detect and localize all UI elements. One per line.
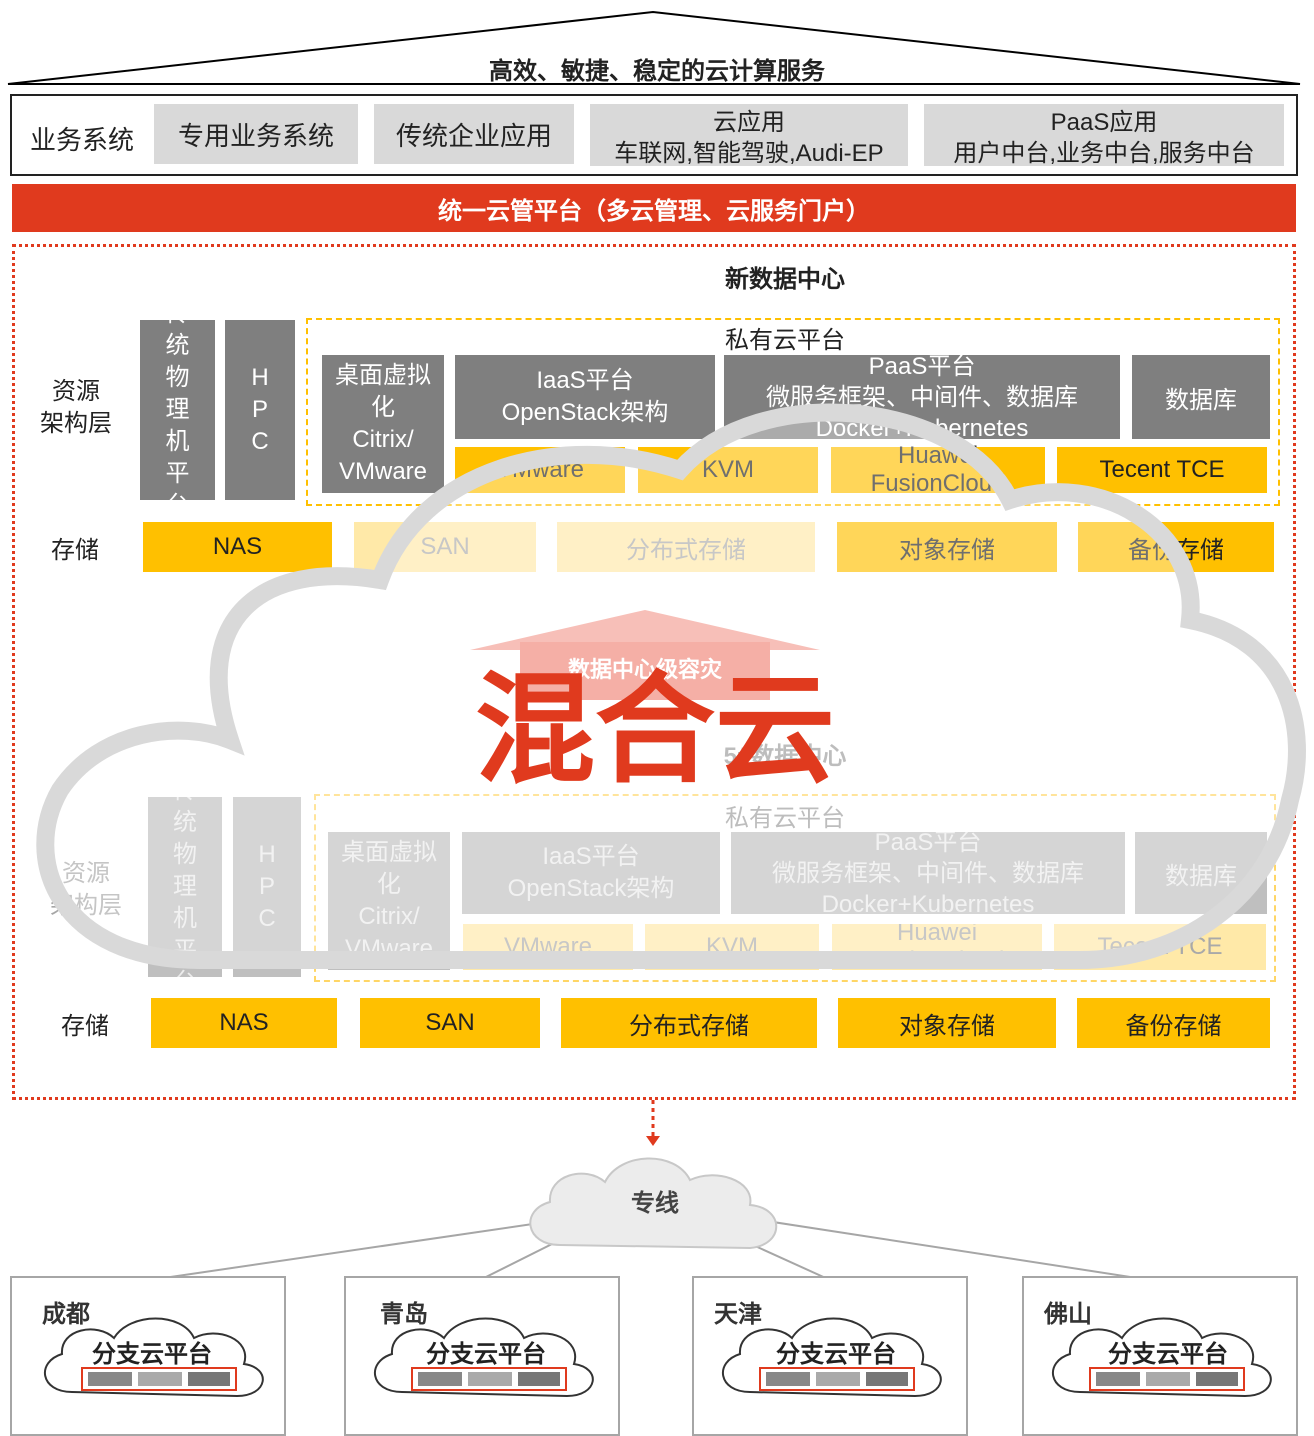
dc5-resource-label: 资源 架构层	[38, 858, 134, 922]
new-dc-hypervisor-huawei: Huawei FusionCloud	[831, 442, 1045, 497]
dc5-resource-label-line1: 资源	[62, 860, 110, 887]
new-dc-storage-distributed: 分布式存储	[557, 522, 815, 572]
iaas-title: IaaS平台	[536, 367, 634, 394]
branch-site-tianjin: 天津 分支云平台	[692, 1276, 968, 1436]
dc5-storage-object: 对象存储	[838, 998, 1056, 1048]
new-dc-storage-backup: 备份存储	[1078, 522, 1274, 572]
new-dc-desktop-virtualization: 桌面虚拟化 Citrix/ VMware	[322, 355, 444, 493]
resource-label-line1: 资源	[52, 378, 100, 405]
new-dc-storage-nas: NAS	[143, 522, 332, 572]
dc5-iaas-title: IaaS平台	[542, 843, 640, 870]
network-cloud-icon	[529, 1157, 778, 1250]
new-dc-hypervisor-kvm: KVM	[638, 447, 818, 493]
paas-apps-detail: 用户中台,业务中台,服务中台	[953, 139, 1255, 167]
branch-site-chengdu: 成都 分支云平台	[10, 1276, 286, 1436]
paas-apps-title: PaaS应用	[1050, 108, 1158, 136]
branch-platform-label: 分支云平台	[426, 1340, 546, 1368]
branch-city: 青岛	[380, 1301, 428, 1328]
branch-platform-label: 分支云平台	[1108, 1340, 1228, 1368]
dc5-hypervisor-kvm: KVM	[645, 924, 819, 970]
dc5-iaas: IaaS平台 OpenStack架构	[462, 832, 720, 914]
business-item-enterprise: 传统企业应用	[374, 104, 574, 164]
network-label: 专线	[631, 1189, 679, 1217]
branch-cloud-icon	[374, 1317, 594, 1398]
new-dc-physical-platform: 传统物理机平台	[140, 320, 215, 500]
dc5-paas-detail: 微服务框架、中间件、数据库	[772, 859, 1084, 887]
dc5-storage-distributed: 分布式存储	[561, 998, 817, 1048]
business-item-cloud-apps: 云应用 车联网,智能驾驶,Audi-EP	[590, 104, 908, 167]
dc5-hypervisor-vmware: VMware	[463, 924, 633, 970]
cloud-apps-detail: 车联网,智能驾驶,Audi-EP	[614, 139, 884, 167]
business-item-paas-apps: PaaS应用 用户中台,业务中台,服务中台	[924, 104, 1284, 167]
branch-city: 成都	[42, 1301, 90, 1328]
dc5-hpc: HPC	[233, 797, 301, 977]
new-dc-storage-san: SAN	[354, 522, 536, 572]
new-dc-title: 新数据中心	[725, 265, 845, 293]
dc5-desktop-virtualization: 桌面虚拟化 Citrix/ VMware	[328, 832, 450, 970]
branch-cloud-icon	[1052, 1317, 1272, 1398]
business-system-label: 业务系统	[29, 124, 134, 155]
disaster-recovery-label: 数据中心级容灾	[567, 657, 722, 682]
new-dc-storage-label: 存储	[51, 536, 99, 564]
dc5-physical-platform: 传统物理机平台	[148, 797, 222, 977]
new-dc-storage-object: 对象存储	[837, 522, 1057, 572]
dc5-hypervisor-tencent: Tecent TCE	[1054, 924, 1266, 970]
dc5-storage-san: SAN	[360, 998, 540, 1048]
new-dc-hypervisor-tencent: Tecent TCE	[1057, 447, 1267, 493]
branch-cloud-icon	[44, 1317, 264, 1398]
dc5-storage-label: 存储	[61, 1012, 109, 1040]
cloud-apps-title: 云应用	[713, 108, 785, 136]
new-dc-private-cloud-label: 私有云平台	[725, 326, 845, 354]
business-item-dedicated: 专用业务系统	[154, 104, 358, 164]
new-dc-resource-label: 资源 架构层	[28, 376, 124, 440]
dc5-resource-label-line2: 架构层	[50, 892, 122, 919]
branch-site-foshan: 佛山 分支云平台	[1022, 1276, 1298, 1436]
branch-platform-label: 分支云平台	[776, 1340, 896, 1368]
branch-city: 佛山	[1044, 1301, 1092, 1328]
paas-stack: Docker+Kubernetes	[815, 414, 1029, 440]
new-dc-iaas: IaaS平台 OpenStack架构	[455, 355, 715, 439]
dc5-hypervisor-huawei: Huawei FusionCloud	[832, 924, 1042, 970]
dc5-storage-backup: 备份存储	[1077, 998, 1270, 1048]
dc5-paas-title: PaaS平台	[874, 832, 982, 856]
dc5-storage-nas: NAS	[151, 998, 337, 1048]
new-dc-paas: PaaS平台 微服务框架、中间件、数据库 Docker+Kubernetes	[724, 355, 1120, 439]
resource-label-line2: 架构层	[40, 410, 112, 437]
paas-detail: 微服务框架、中间件、数据库	[766, 383, 1078, 411]
dc5-database: 数据库	[1135, 832, 1267, 914]
dc5-paas: PaaS平台 微服务框架、中间件、数据库 Docker+Kubernetes	[731, 832, 1125, 914]
new-dc-hypervisor-vmware: VMware	[455, 447, 625, 493]
new-dc-database: 数据库	[1132, 355, 1270, 439]
paas-title: PaaS平台	[868, 355, 976, 380]
branch-city: 天津	[714, 1301, 762, 1328]
page-title: 高效、敏捷、稳定的云计算服务	[489, 57, 825, 85]
branch-platform-label: 分支云平台	[92, 1340, 212, 1368]
roof-triangle	[7, 10, 1301, 85]
new-dc-hpc: HPC	[225, 320, 295, 500]
network-connector	[149, 1100, 1151, 1281]
cloud-management-bar: 统一云管平台（多云管理、云服务门户）	[12, 184, 1296, 232]
business-system-frame	[10, 94, 1298, 176]
dc5-paas-stack: Docker+Kubernetes	[821, 890, 1035, 915]
dc5-iaas-detail: OpenStack架构	[507, 875, 675, 902]
branch-cloud-icon	[722, 1317, 942, 1398]
branch-site-qingdao: 青岛 分支云平台	[344, 1276, 620, 1436]
hybrid-cloud-title: 混合云	[475, 663, 835, 797]
iaas-detail: OpenStack架构	[501, 399, 669, 426]
